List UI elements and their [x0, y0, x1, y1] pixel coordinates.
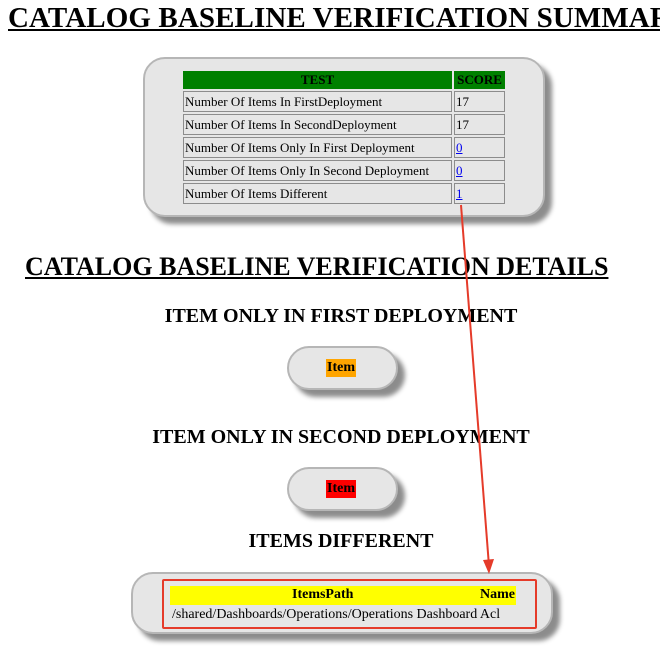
highlight-outline [162, 579, 537, 629]
first-only-item-header: Item [326, 359, 356, 377]
table-row: Number Of Items Only In Second Deploymen… [183, 160, 505, 181]
test-cell: Number Of Items Only In Second Deploymen… [183, 160, 452, 181]
test-cell: Number Of Items Only In First Deployment [183, 137, 452, 158]
second-only-item-header: Item [326, 480, 356, 498]
score-cell: 1 [454, 183, 505, 204]
summary-panel: TEST SCORE Number Of Items In FirstDeplo… [143, 57, 545, 217]
score-cell: 17 [454, 114, 505, 135]
score-link-first-only[interactable]: 0 [456, 139, 463, 155]
second-only-panel: Item [287, 467, 398, 511]
score-cell: 0 [454, 160, 505, 181]
score-column-header: SCORE [454, 71, 505, 89]
score-cell: 0 [454, 137, 505, 158]
table-row: /shared/Dashboards/Operations/Operations… [172, 607, 501, 622]
summary-header-row: TEST SCORE [183, 71, 505, 89]
items-path-column-header: ItemsPath [292, 587, 354, 602]
score-link-second-only[interactable]: 0 [456, 162, 463, 178]
table-row: Number Of Items Different 1 [183, 183, 505, 204]
test-cell: Number Of Items Different [183, 183, 452, 204]
test-cell: Number Of Items In FirstDeployment [183, 91, 452, 112]
score-link-different[interactable]: 1 [456, 185, 463, 201]
summary-table: TEST SCORE Number Of Items In FirstDeplo… [181, 69, 507, 206]
score-cell: 17 [454, 91, 505, 112]
name-column-header: Name [480, 587, 515, 602]
different-header-row: ItemsPath Name [170, 586, 516, 605]
table-row: Number Of Items In FirstDeployment 17 [183, 91, 505, 112]
different-heading: ITEMS DIFFERENT [248, 530, 434, 552]
different-panel: ItemsPath Name /shared/Dashboards/Operat… [131, 572, 553, 634]
test-column-header: TEST [183, 71, 452, 89]
second-only-heading: ITEM ONLY IN SECOND DEPLOYMENT [152, 426, 530, 448]
first-only-heading: ITEM ONLY IN FIRST DEPLOYMENT [164, 305, 518, 327]
summary-title: CATALOG BASELINE VERIFICATION SUMMARY [8, 2, 660, 34]
table-row: Number Of Items Only In First Deployment… [183, 137, 505, 158]
details-title: CATALOG BASELINE VERIFICATION DETAILS [25, 252, 609, 281]
first-only-panel: Item [287, 346, 398, 390]
table-row: Number Of Items In SecondDeployment 17 [183, 114, 505, 135]
test-cell: Number Of Items In SecondDeployment [183, 114, 452, 135]
